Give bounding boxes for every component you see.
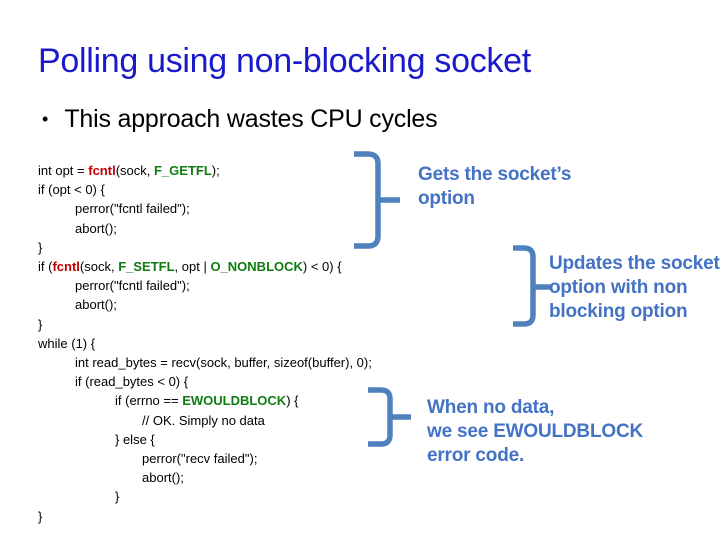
code-token: ) < 0) {	[302, 259, 342, 275]
code-line: perror("fcntl failed");	[38, 276, 372, 295]
code-line: if (opt < 0) {	[38, 180, 372, 199]
code-token: (sock,	[115, 163, 154, 178]
code-token: if (opt < 0) {	[38, 182, 105, 198]
right-brace-path	[368, 387, 411, 447]
code-token: EWOULDBLOCK	[182, 393, 287, 409]
code-line: // OK. Simply no data	[38, 411, 372, 430]
code-line: int opt = fcntl(sock, F_GETFL);	[38, 161, 372, 180]
annotation-line: Gets the socket’s	[418, 164, 572, 185]
code-token: while (1) {	[38, 335, 96, 351]
code-line: perror("fcntl failed");	[38, 199, 372, 218]
code-token: int read_bytes = recv(sock, buffer, size…	[75, 355, 372, 371]
code-token: , opt |	[174, 259, 211, 275]
annotation-ewouldblock: When no data, we see EWOULDBLOCK error c…	[427, 396, 643, 468]
code-token: fcntl	[88, 163, 116, 178]
right-brace-icon	[513, 245, 551, 327]
bullet-icon: •	[42, 109, 49, 129]
code-token: // OK. Simply no data	[142, 412, 265, 428]
code-token: fcntl	[52, 259, 80, 275]
code-token: abort();	[75, 297, 117, 313]
code-token: perror("fcntl failed");	[75, 278, 190, 294]
code-token: perror("fcntl failed");	[75, 201, 190, 217]
code-line: while (1) {	[38, 334, 372, 353]
code-token: O_NONBLOCK	[210, 259, 303, 275]
annotation-line: option with non	[549, 277, 688, 298]
right-brace-path	[354, 151, 400, 249]
code-token: if (	[38, 259, 53, 275]
code-token: }	[38, 239, 43, 255]
annotation-gets-option: Gets the socket’s option	[418, 163, 571, 211]
code-token: F_SETFL	[118, 259, 175, 275]
code-line: if (read_bytes < 0) {	[38, 372, 372, 391]
annotation-line: blocking option	[549, 301, 688, 322]
code-line: perror("recv failed");	[38, 449, 372, 468]
code-line: abort();	[38, 468, 372, 487]
code-token: abort();	[142, 470, 184, 486]
code-line: if (errno == EWOULDBLOCK) {	[38, 391, 372, 410]
code-token: }	[38, 508, 43, 524]
code-line: abort();	[38, 219, 372, 238]
code-line: } else {	[38, 430, 372, 449]
right-brace-icon	[354, 151, 400, 249]
annotation-line: option	[418, 188, 475, 209]
code-line: abort();	[38, 295, 372, 314]
code-token: }	[38, 316, 43, 332]
code-token: F_GETFL	[153, 163, 212, 178]
code-token: }	[115, 489, 120, 505]
code-token: } else {	[115, 431, 155, 447]
annotation-updates-option: Updates the socket’s option with non blo…	[549, 252, 720, 324]
annotation-line: we see EWOULDBLOCK	[427, 421, 643, 442]
page-title: Polling using non-blocking socket	[38, 42, 531, 80]
code-token: if (read_bytes < 0) {	[75, 374, 189, 390]
code-block: int opt = fcntl(sock, F_GETFL);if (opt <…	[38, 161, 372, 526]
code-token: );	[211, 163, 220, 178]
code-line: }	[38, 507, 372, 526]
right-brace-path	[513, 245, 551, 327]
code-line: }	[38, 238, 372, 257]
right-brace-icon	[368, 387, 411, 447]
code-token: if (errno ==	[115, 393, 183, 409]
annotation-line: error code.	[427, 445, 525, 466]
code-token: int opt =	[38, 163, 89, 178]
annotation-line: Updates the socket’s	[549, 253, 720, 274]
code-line: int read_bytes = recv(sock, buffer, size…	[38, 353, 372, 372]
code-line: }	[38, 487, 372, 506]
bullet-text: This approach wastes CPU cycles	[64, 105, 438, 133]
code-line: if (fcntl(sock, F_SETFL, opt | O_NONBLOC…	[38, 257, 372, 276]
code-token: ) {	[286, 393, 299, 409]
bullet-item: • This approach wastes CPU cycles	[42, 103, 438, 135]
annotation-line: When no data,	[427, 397, 555, 418]
code-token: perror("recv failed");	[142, 451, 258, 467]
code-line: }	[38, 315, 372, 334]
code-token: (sock,	[79, 259, 119, 275]
code-token: abort();	[75, 220, 117, 236]
